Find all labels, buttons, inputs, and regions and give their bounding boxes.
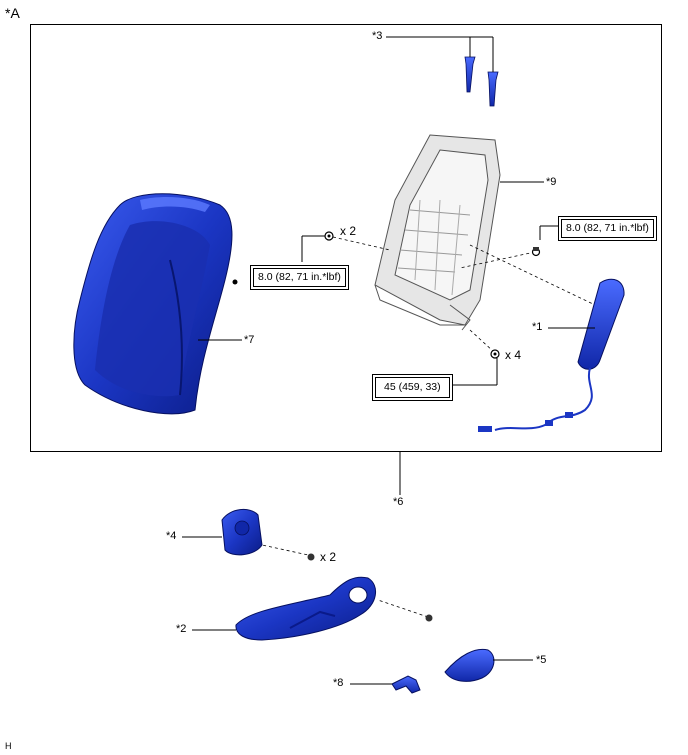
- seatback-frame-part: [374, 134, 501, 331]
- side-airbag-part: [478, 278, 625, 432]
- torque-spec-box: 8.0 (82, 71 in.*lbf): [250, 265, 349, 290]
- callout-3: *3: [372, 30, 383, 42]
- quantity-label: x 2: [340, 224, 357, 238]
- callout-4: *4: [166, 530, 177, 542]
- torque-spec-value: 8.0 (82, 71 in.*lbf): [253, 268, 346, 287]
- callout-5: *5: [536, 654, 547, 666]
- callout-2: *2: [176, 623, 187, 635]
- bolt-icon: [324, 231, 334, 241]
- recliner-cover-part: [221, 508, 263, 556]
- torque-spec-box: 8.0 (82, 71 in.*lbf): [558, 216, 657, 241]
- torque-spec-box: 45 (459, 33): [372, 374, 453, 401]
- pin-part: [464, 56, 499, 107]
- screw-icon: [307, 553, 315, 561]
- diagram-id: *A: [5, 5, 20, 21]
- callout-8: *8: [333, 677, 344, 689]
- callout-6: *6: [393, 496, 404, 508]
- callout-9: *9: [546, 176, 557, 188]
- screw-icon: [425, 614, 433, 622]
- bolt-icon: [531, 247, 541, 257]
- seatback-cover-part: [73, 193, 233, 415]
- torque-spec-value: 8.0 (82, 71 in.*lbf): [561, 219, 654, 238]
- quantity-label: x 4: [505, 348, 522, 362]
- nut-icon: [490, 349, 500, 359]
- seat-shield-part: [235, 576, 376, 641]
- assembly-frame: [30, 24, 662, 452]
- torque-spec-value: 45 (459, 33): [375, 377, 450, 398]
- footer-code: H: [5, 741, 12, 751]
- callout-7: *7: [244, 334, 255, 346]
- knob-part: [444, 648, 495, 682]
- callout-1: *1: [532, 321, 543, 333]
- quantity-label: x 2: [320, 550, 337, 564]
- lever-part: [391, 675, 421, 694]
